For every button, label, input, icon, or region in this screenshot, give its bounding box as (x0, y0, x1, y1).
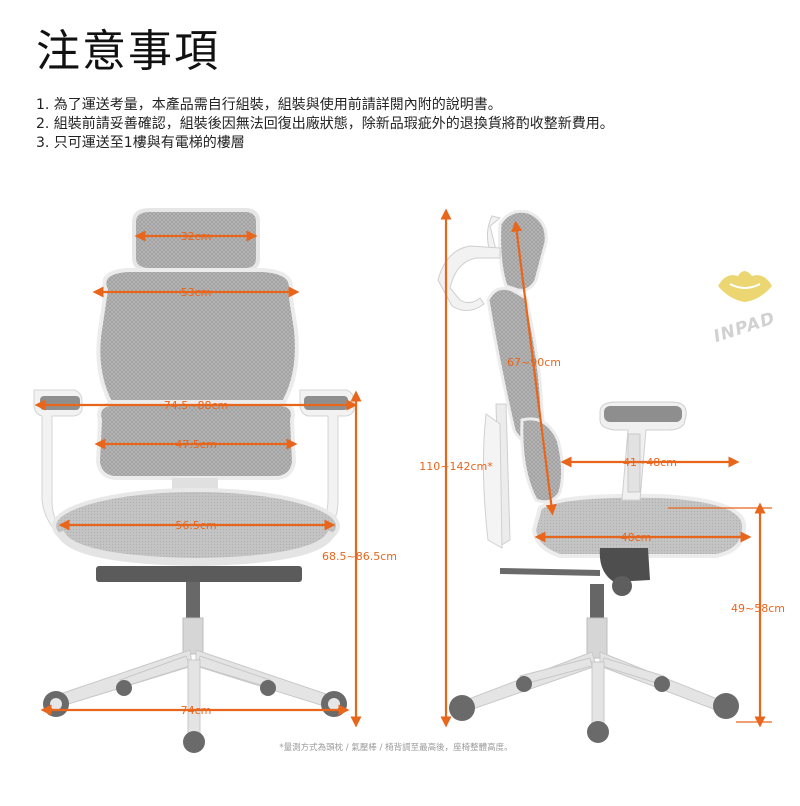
armrest-height-label: 68.5~86.5cm (322, 550, 397, 563)
backrest-height-line (511, 220, 557, 516)
dimension-lines (34, 208, 766, 728)
note-item: 1. 為了運送考量，本產品需自行組裝，組裝與使用前請詳閱內附的說明書。 (36, 97, 502, 113)
notes-list: 1. 為了運送考量，本產品需自行組裝，組裝與使用前請詳閱內附的說明書。 2. 組… (36, 96, 614, 153)
brand-wordmark: INPAD (711, 308, 778, 347)
headrest-width-label: 32cm (181, 230, 212, 243)
backrest-width-label: 53cm (181, 286, 212, 299)
armrest-span-label: 74.5~88cm (164, 399, 228, 412)
total-height-label: 110~142cm* (419, 460, 493, 473)
side-armrest (599, 401, 687, 501)
seat-depth-label: 48cm (621, 531, 652, 544)
side-view-chair (437, 209, 747, 743)
lumbar-width-label: 47.5cm (175, 438, 216, 451)
seat-width-label: 56.5cm (175, 519, 216, 532)
note-item: 3. 只可運送至1樓與有電梯的樓層 (36, 135, 245, 151)
side-seat (531, 493, 747, 558)
seat-to-armrest-label: 41~48cm (623, 456, 677, 469)
measurement-footnote: *量測方式為頭枕 / 氣壓棒 / 椅背調至最高後，座椅整體高度。 (279, 742, 512, 753)
note-item: 2. 組裝前請妥善確認，組裝後因無法回復出廠狀態，除新品瑕疵外的退換貨將酌收整新… (36, 116, 614, 132)
brand-logo: INPAD (711, 271, 778, 347)
base-width-label: 74cm (181, 704, 212, 717)
backrest (96, 268, 299, 404)
seat-height-label: 49~58cm (731, 602, 785, 615)
backrest-height-label: 67~90cm (507, 356, 561, 369)
page-title: 注意事項 (36, 26, 220, 77)
